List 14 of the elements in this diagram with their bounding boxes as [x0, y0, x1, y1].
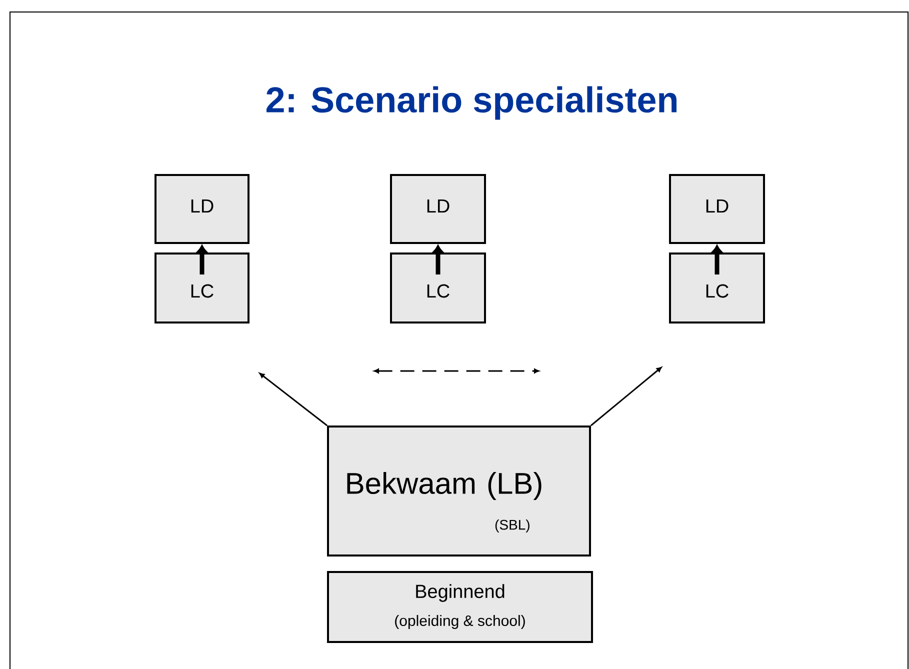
process-box: LC: [154, 252, 250, 324]
arrow: [196, 245, 208, 274]
title: 2: Scenario specialisten: [266, 86, 676, 120]
arrow: [432, 245, 444, 274]
process-box: LC: [390, 252, 486, 324]
process-box: LD: [154, 174, 250, 244]
process-box: LD: [669, 174, 766, 244]
arrow: [712, 245, 722, 274]
process-box: Beginnend (opleiding & school): [327, 571, 593, 643]
process-box: LD: [390, 174, 486, 244]
arrow: [259, 372, 328, 426]
arrow: [590, 366, 662, 426]
process-box: LC: [669, 252, 766, 324]
process-box: Bekwaam (LB) (SBL): [327, 426, 591, 556]
